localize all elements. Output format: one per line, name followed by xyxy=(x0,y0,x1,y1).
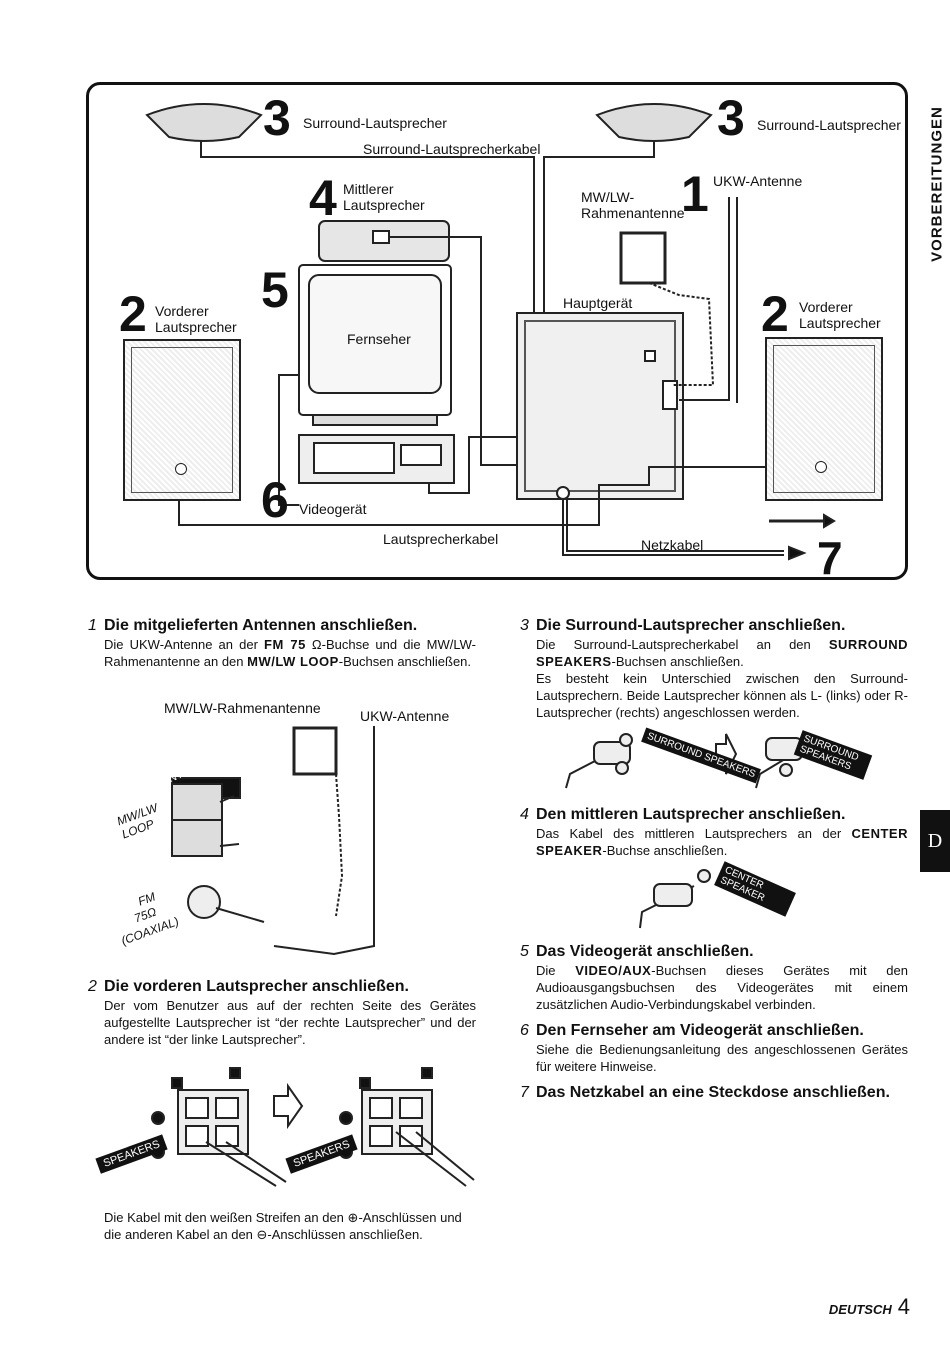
step-6-text: Siehe die Bedienungsanleitung des angesc… xyxy=(536,1042,908,1074)
mw-antenna-label-2: Rahmenantenne xyxy=(581,205,685,221)
overview-wiring xyxy=(145,103,836,561)
step-2-polarity-note: Die Kabel mit den weißen Streifen an den… xyxy=(104,1210,462,1242)
footer-language: DEUTSCH xyxy=(828,1302,892,1317)
step-marker-fm: 1 xyxy=(681,166,709,222)
fm-figure-label: UKW-Antenne xyxy=(360,708,450,724)
front-left-label-2: Lautsprecher xyxy=(155,319,237,335)
mw-antenna-label-1: MW/LW- xyxy=(581,189,635,205)
step-3-text: Die Surround-Lautsprecherkabel an den SU… xyxy=(536,637,908,669)
power-cable-label: Netzkabel xyxy=(641,537,704,553)
chapter-side-tab-label: VORBEREITUNGEN xyxy=(928,106,946,262)
surround-cable-label: Surround-Lautsprecherkabel xyxy=(363,141,541,157)
fm-antenna-label: UKW-Antenne xyxy=(713,173,803,189)
front-right-label-2: Lautsprecher xyxy=(799,315,881,331)
vcr-label: Videogerät xyxy=(299,501,367,517)
step-marker-center: 4 xyxy=(309,170,337,226)
page-number: 4 xyxy=(897,1294,910,1319)
step-marker-surround-left: 3 xyxy=(263,90,291,146)
surround-jack-figure: SURROUND SPEAKERS SURROUND SPEAKERS xyxy=(560,724,873,794)
step-marker-surround-right: 3 xyxy=(717,90,745,146)
front-left-speaker xyxy=(123,339,241,501)
mw-loop-figure-label: MW/LW-Rahmenantenne xyxy=(164,700,321,716)
speaker-cable-label: Lautsprecherkabel xyxy=(383,531,499,547)
step-3-note: Es besteht kein Unterschied zwischen den… xyxy=(536,671,908,720)
center-jack-figure: CENTER SPEAKER xyxy=(634,861,796,932)
surround-jack-illustration xyxy=(565,733,811,789)
tv-label: Fernseher xyxy=(347,331,411,347)
overview-diagram: 3 Surround-Lautsprecher 3 Surround-Lauts… xyxy=(86,82,908,584)
step-marker-power: 7 xyxy=(817,532,843,584)
step-5-text: Die VIDEO/AUX-Buchsen dieses Gerätes mit… xyxy=(536,963,908,1012)
center-label-1: Mittlerer xyxy=(343,181,394,197)
step-4-text: Das Kabel des mittleren Lautsprechers an… xyxy=(536,826,908,858)
step-marker-front-left: 2 xyxy=(119,286,147,342)
antenna-figure: MW/LW-Rahmenantenne UKW-Antenne ANTENNA … xyxy=(104,696,484,966)
main-unit-label: Hauptgerät xyxy=(563,295,633,311)
step-1-text: Die UKW-Antenne an der FM 75 Ω-Buchse un… xyxy=(104,637,476,669)
step-marker-vcr: 6 xyxy=(261,472,289,528)
front-right-speaker xyxy=(765,337,883,501)
language-section-tab: D xyxy=(920,810,950,872)
page-footer: DEUTSCH 4 xyxy=(829,1294,910,1320)
step-marker-tv: 5 xyxy=(261,262,289,318)
front-left-label-1: Vorderer xyxy=(155,303,209,319)
front-right-terminal xyxy=(815,461,827,473)
step-2-text: Der vom Benutzer aus auf der rechten Sei… xyxy=(104,998,476,1047)
speaker-terminal-figure: SPEAKERS SPEAKERS xyxy=(95,1062,476,1192)
center-jack-illustration xyxy=(639,869,711,929)
front-left-terminal xyxy=(175,463,187,475)
surround-right-label: Surround-Lautsprecher xyxy=(757,117,901,133)
center-label-2: Lautsprecher xyxy=(343,197,425,213)
chapter-side-tab: VORBEREITUNGEN xyxy=(926,84,948,284)
step-marker-front-right: 2 xyxy=(761,286,789,342)
antenna-connection-illustration xyxy=(171,726,375,956)
front-right-label-1: Vorderer xyxy=(799,299,853,315)
speaker-terminal-illustration xyxy=(151,1067,475,1187)
surround-left-label: Surround-Lautsprecher xyxy=(303,115,447,131)
